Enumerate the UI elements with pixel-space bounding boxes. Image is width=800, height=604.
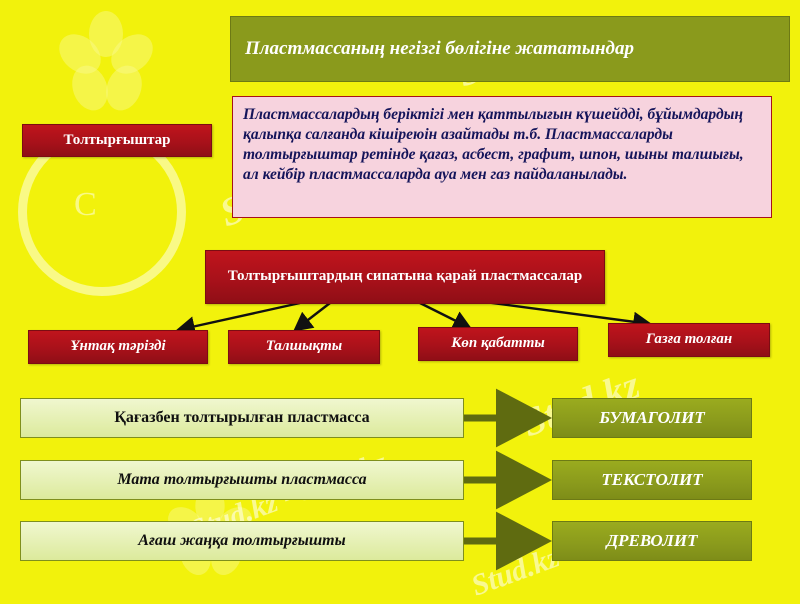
- classification-header-box: Толтырғыштардың сипатына қарай пластмасс…: [205, 250, 605, 304]
- type-box-powder: Ұнтақ тәрізді: [28, 330, 208, 364]
- type-box-fibrous: Талшықты: [228, 330, 380, 364]
- type-box-layered: Көп қабатты: [418, 327, 578, 361]
- type-box-gas-filled: Газға толған: [608, 323, 770, 357]
- pair-left-wood-chip-filled: Ағаш жаңқа толтырғышты: [20, 521, 464, 561]
- pair-left-fabric-filled: Мата толтырғышты пластмасса: [20, 460, 464, 500]
- slide-title: Пластмассаның негізгі бөлігіне жататында…: [230, 16, 790, 82]
- copyright-watermark: C: [74, 186, 97, 223]
- pair-left-paper-filled: Қағазбен толтырылған пластмасса: [20, 398, 464, 438]
- flower-watermark-top-left: [46, 8, 166, 123]
- pair-right-drevolit: ДРЕВОЛИТ: [552, 521, 752, 561]
- filler-label-box: Толтырғыштар: [22, 124, 212, 157]
- pair-right-bumagolit: БУМАГОЛИТ: [552, 398, 752, 438]
- pair-right-tekstolit: ТЕКСТОЛИТ: [552, 460, 752, 500]
- watermark-5: Stud.kz: [466, 540, 564, 603]
- description-box: Пластмассалардың беріктігі мен қаттылығы…: [232, 96, 772, 218]
